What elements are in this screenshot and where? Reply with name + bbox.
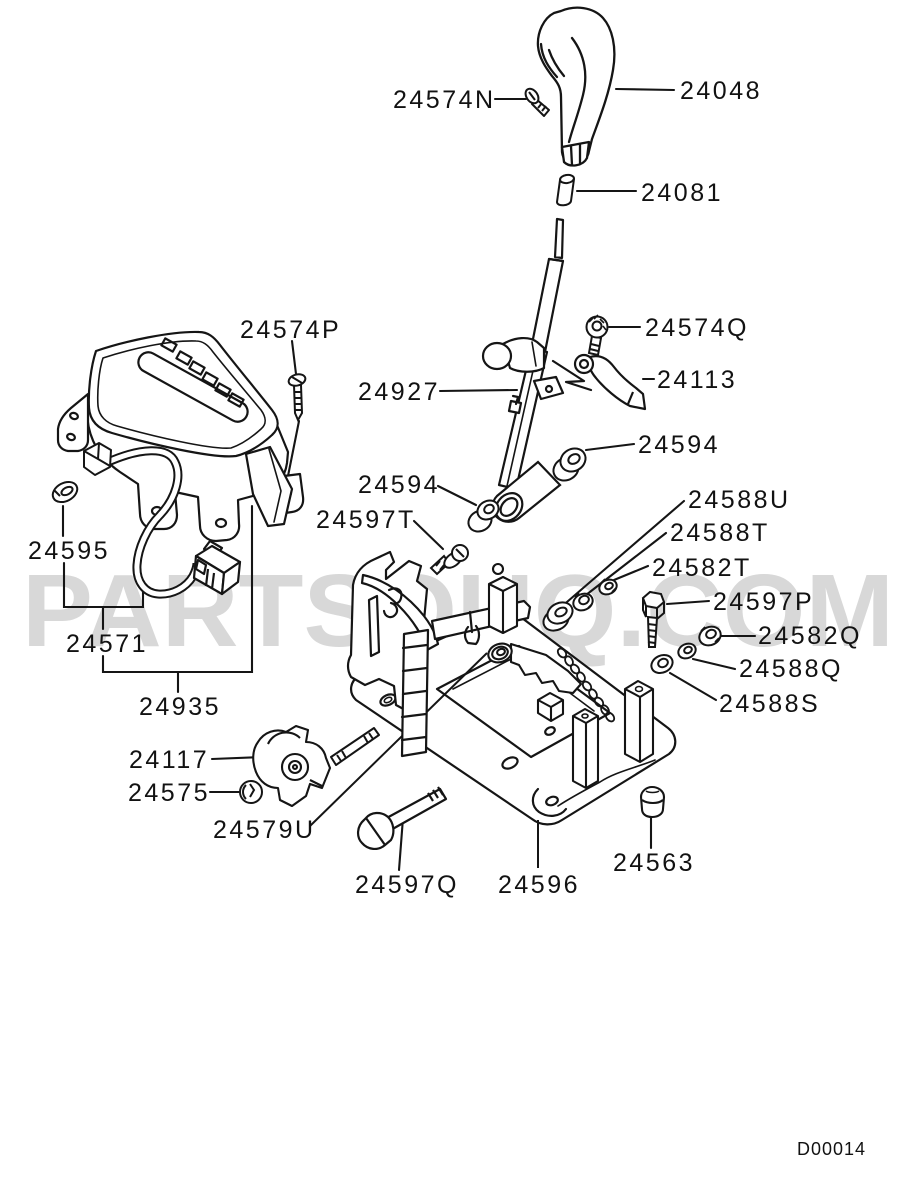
bushing-24594-lower-drawing <box>467 499 500 533</box>
bolt-24597q-drawing <box>357 786 448 850</box>
tube-drawing <box>491 460 562 523</box>
part-label-24048[interactable]: 24048 <box>680 77 762 105</box>
stud-24579u-drawing <box>330 727 380 766</box>
part-label-24935[interactable]: 24935 <box>139 693 221 721</box>
bracket-24117-drawing <box>252 724 332 808</box>
part-label-24117[interactable]: 24117 <box>129 746 209 774</box>
shift-knob-drawing <box>536 6 616 167</box>
bolt-24574q-drawing <box>585 314 609 357</box>
bushing-24594-upper-drawing <box>552 447 587 482</box>
part-label-24597T[interactable]: 24597T <box>316 506 416 534</box>
screw-24597t-drawing <box>429 544 469 576</box>
clip-24575-drawing <box>239 780 263 804</box>
part-label-24579U[interactable]: 24579U <box>213 816 316 844</box>
part-label-24588T[interactable]: 24588T <box>670 519 770 547</box>
part-label-24597Q[interactable]: 24597Q <box>355 871 459 899</box>
part-label-24596[interactable]: 24596 <box>498 871 580 899</box>
part-label-24571[interactable]: 24571 <box>66 630 148 658</box>
part-label-24113[interactable]: 24113 <box>657 366 737 394</box>
leader-lines <box>61 87 757 872</box>
part-label-24588S[interactable]: 24588S <box>719 690 820 718</box>
screw-24574p-drawing <box>287 373 307 423</box>
part-labels: 24574N 24048 24081 24574Q 24113 24927 24… <box>28 77 862 899</box>
part-label-24594-lower[interactable]: 24594 <box>358 471 440 499</box>
part-label-24563[interactable]: 24563 <box>613 849 695 877</box>
part-label-24594-upper[interactable]: 24594 <box>638 431 720 459</box>
screw-24574n-drawing <box>524 87 550 117</box>
cable-24571-drawing <box>83 442 242 599</box>
detent-mechanism-drawing <box>487 562 616 723</box>
clip-24595-drawing <box>51 480 79 504</box>
mount-posts-drawing <box>536 679 655 790</box>
indicator-housing-drawing <box>56 330 305 543</box>
part-label-24081[interactable]: 24081 <box>641 179 723 207</box>
part-label-24597P[interactable]: 24597P <box>713 588 814 616</box>
part-label-24588Q[interactable]: 24588Q <box>739 655 843 683</box>
arm-24113-drawing <box>573 353 647 411</box>
part-label-24575[interactable]: 24575 <box>128 779 210 807</box>
part-label-24927[interactable]: 24927 <box>358 378 440 406</box>
cap-24563-drawing <box>639 785 666 819</box>
part-label-24574P[interactable]: 24574P <box>240 316 341 344</box>
part-label-24595[interactable]: 24595 <box>28 537 110 565</box>
part-label-24574N[interactable]: 24574N <box>393 86 496 114</box>
part-label-24582Q[interactable]: 24582Q <box>758 622 862 650</box>
fastener-cluster-drawing <box>542 578 722 674</box>
leader-24579u <box>309 652 488 827</box>
part-label-24588U[interactable]: 24588U <box>688 486 791 514</box>
drawing-code: D00014 <box>797 1139 866 1159</box>
part-label-24582T[interactable]: 24582T <box>652 554 752 582</box>
part-label-24574Q[interactable]: 24574Q <box>645 314 749 342</box>
pin-24081-drawing <box>555 173 576 207</box>
